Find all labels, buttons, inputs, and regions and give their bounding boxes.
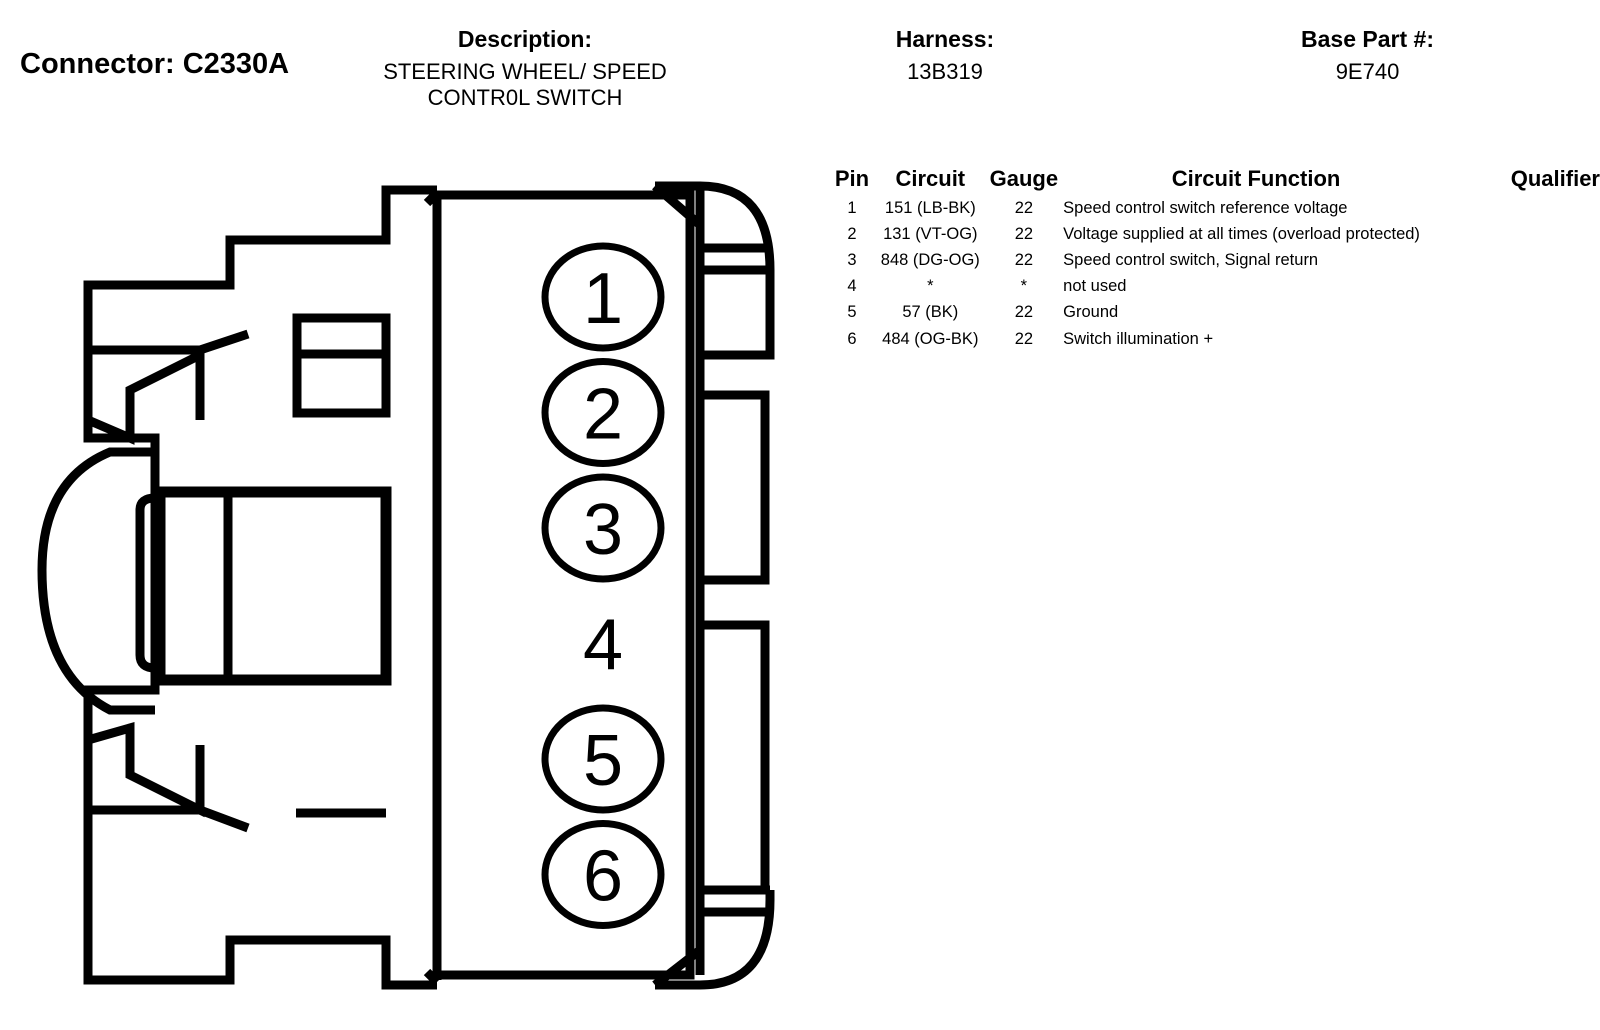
column-header-gauge: Gauge [989,166,1059,191]
connector-face-diagram: 1 2 3 4 5 6 [37,181,775,990]
column-header-qualifier: Qualifier [1510,166,1600,191]
pin-cell: 5 [847,303,857,322]
qualifier-cell [1449,221,1600,247]
qualifier-cell [1449,326,1600,352]
qualifier-cell [1449,300,1600,326]
pin-circle [541,358,665,467]
connector-pin-6: 6 [541,820,665,929]
circuit-cell: 131 (VT-OG) [883,224,978,243]
column-header-circuit: Circuit [895,166,966,191]
base-part-value: 9E740 [1335,59,1400,84]
description-line-1: STEERING WHEEL/ SPEED [383,59,667,84]
harness-value: 13B319 [907,59,983,84]
pin-cell: 2 [847,224,857,243]
connector-housing-outline [37,181,775,990]
circuit-cell: * [927,277,934,296]
pin-circle [541,473,665,583]
circuit-cell: 484 (OG-BK) [882,329,979,348]
table-row: 5 57 (BK) 22 Ground [828,300,1600,326]
function-cell: Voltage supplied at all times (overload … [1063,224,1420,243]
pin-number-label: 3 [583,490,623,570]
function-cell: Ground [1063,303,1119,322]
column-header-pin: Pin [834,166,870,191]
qualifier-cell [1449,247,1600,273]
table-row: 3 848 (DG-OG) 22 Speed control switch, S… [828,247,1600,273]
pinout-header-row: Pin Circuit Gauge Circuit Function Quali… [828,163,1600,195]
base-part-block: Base Part #: 9E740 [1240,26,1495,85]
gauge-cell: 22 [1014,224,1034,243]
gauge-cell: 22 [1014,329,1034,348]
pin-circle [541,820,665,929]
function-cell: Switch illumination + [1063,329,1214,348]
base-part-label: Base Part #: [1301,26,1434,52]
qualifier-cell [1449,274,1600,300]
column-header-function: Circuit Function [1171,166,1341,191]
table-row: 6 484 (OG-BK) 22 Switch illumination + [828,326,1600,352]
pin-circle [541,704,665,814]
description-value: STEERING WHEEL/ SPEED CONTR0L SWITCH [360,59,690,111]
gauge-cell: * [1020,277,1028,296]
pin-circle [541,242,665,352]
table-row: 4 * * not used [828,274,1600,300]
harness-block: Harness: 13B319 [845,26,1045,85]
gauge-cell: 22 [1014,198,1034,217]
connector-id: Connector: C2330A [20,48,290,80]
pin-number-label: 6 [583,837,623,917]
connector-pins: 1 2 3 4 5 6 [541,242,665,929]
gauge-cell: 22 [1014,303,1034,322]
circuit-cell: 151 (LB-BK) [884,198,976,217]
harness-label: Harness: [895,26,995,52]
pin-number-label: 5 [583,721,623,801]
description-block: Description: STEERING WHEEL/ SPEED CONTR… [360,26,690,111]
table-row: 1 151 (LB-BK) 22 Speed control switch re… [828,195,1600,221]
connector-pin-2: 2 [541,358,665,467]
pin-cell: 4 [847,277,857,296]
pin-cell: 6 [847,329,857,348]
description-label: Description: [457,26,593,52]
connector-pin-5: 5 [541,704,665,814]
circuit-cell: 848 (DG-OG) [880,250,980,269]
pin-cell: 1 [847,198,857,217]
function-cell: not used [1063,277,1127,296]
circuit-cell: 57 (BK) [902,303,959,322]
pinout-table: Pin Circuit Gauge Circuit Function Quali… [828,163,1600,352]
gauge-cell: 22 [1014,250,1034,269]
description-line-2: CONTR0L SWITCH [427,85,623,110]
function-cell: Speed control switch, Signal return [1063,250,1319,269]
pin-cell: 3 [847,250,857,269]
function-cell: Speed control switch reference voltage [1063,198,1348,217]
qualifier-cell [1449,195,1600,221]
pin-number-label: 4 [583,606,623,686]
connector-pin-1: 1 [541,242,665,352]
table-row: 2 131 (VT-OG) 22 Voltage supplied at all… [828,221,1600,247]
pin-number-label: 1 [583,259,623,339]
connector-pin-3: 3 [541,473,665,583]
pin-number-label: 2 [583,375,623,455]
connector-pin-4: 4 [583,606,623,686]
